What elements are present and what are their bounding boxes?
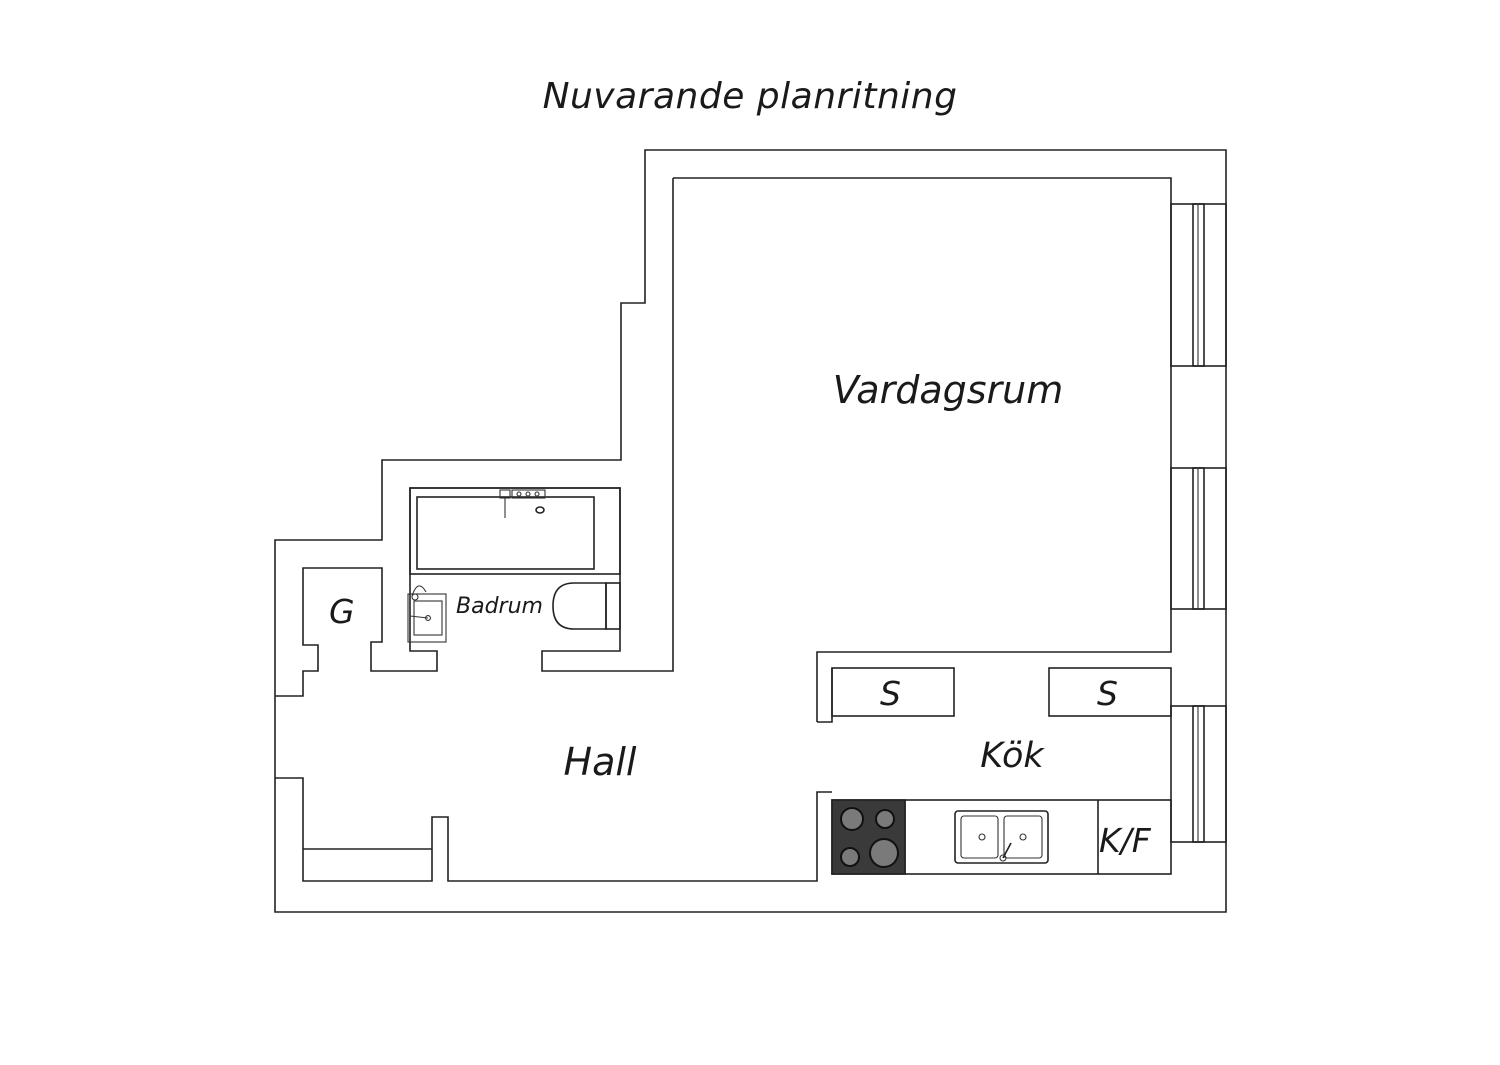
window-icon [1170,203,1227,367]
cabinet-s-1-label: S [880,674,901,713]
cabinet-s-1: S [831,667,955,717]
kitchen-sink-icon [954,810,1049,864]
bathtub-icon [409,487,621,575]
hall-lower-wall [275,777,832,882]
cabinet-s-2: S [1048,667,1172,717]
cabinet-s-2-label: S [1097,674,1118,713]
outer-wall [274,149,1227,913]
toilet-icon [552,582,621,630]
hall-living-wall [275,178,674,697]
living-room-floor [673,177,1172,722]
sink-icon [407,585,447,643]
window-icon [1170,705,1227,843]
room-label-hall: Hall [564,740,637,784]
stove-icon [831,799,906,875]
plan-title: Nuvarande planritning [542,76,958,117]
window-icon [1170,467,1227,610]
room-label-garderob: G [329,592,355,631]
room-label-kok: Kök [980,736,1045,776]
room-label-kyl-frys: K/F [1099,821,1152,860]
room-label-vardagsrum: Vardagsrum [833,368,1064,412]
room-label-badrum: Badrum [456,594,543,619]
